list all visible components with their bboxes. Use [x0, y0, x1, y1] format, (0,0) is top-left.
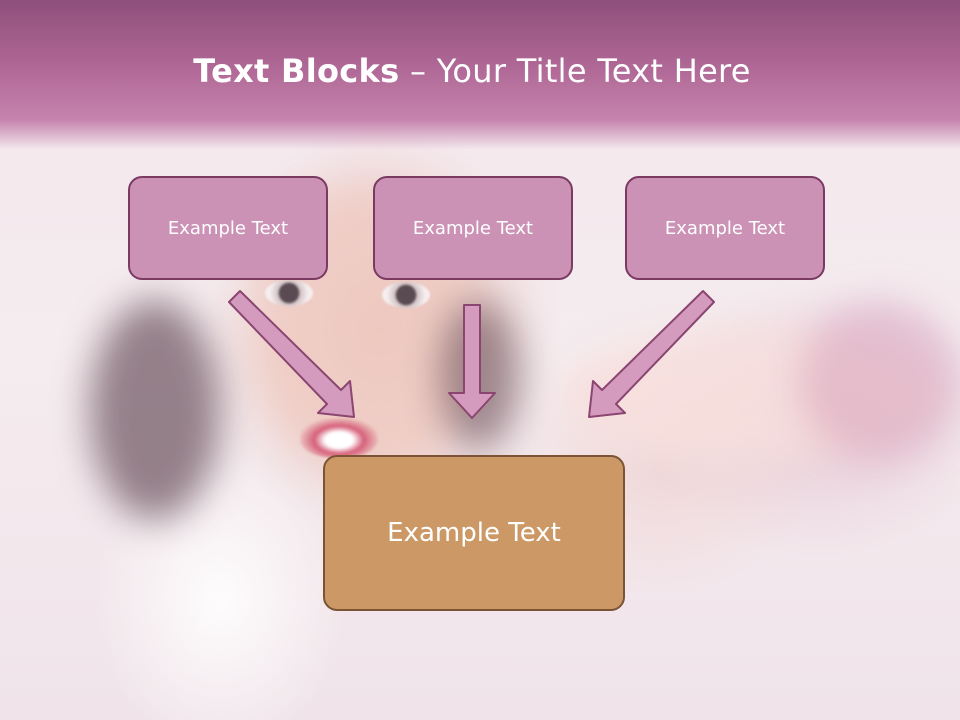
text-block-3[interactable]: Example Text [625, 176, 825, 280]
text-block-1[interactable]: Example Text [128, 176, 328, 280]
main-text-block[interactable]: Example Text [323, 455, 625, 611]
photo-eye-left [265, 280, 313, 306]
text-block-2-label: Example Text [412, 217, 534, 239]
title-bold: Text Blocks [193, 52, 400, 90]
text-block-3-label: Example Text [664, 217, 786, 239]
arrow-down-icon[interactable] [448, 304, 496, 419]
title-dash: – [409, 52, 427, 90]
title-rest: Your Title Text Here [436, 52, 751, 90]
photo-eye-right [382, 282, 430, 308]
photo-mouth [300, 418, 378, 458]
slide-title[interactable]: Text Blocks – Your Title Text Here [0, 52, 944, 90]
arrow-down-right-icon[interactable] [228, 290, 355, 418]
title-band [0, 0, 960, 150]
text-block-1-label: Example Text [167, 217, 289, 239]
photo-pink-area [800, 300, 960, 460]
arrow-down-left-icon[interactable] [588, 290, 715, 418]
text-block-2[interactable]: Example Text [373, 176, 573, 280]
main-text-block-label: Example Text [387, 518, 561, 548]
photo-hair-left [90, 300, 220, 520]
